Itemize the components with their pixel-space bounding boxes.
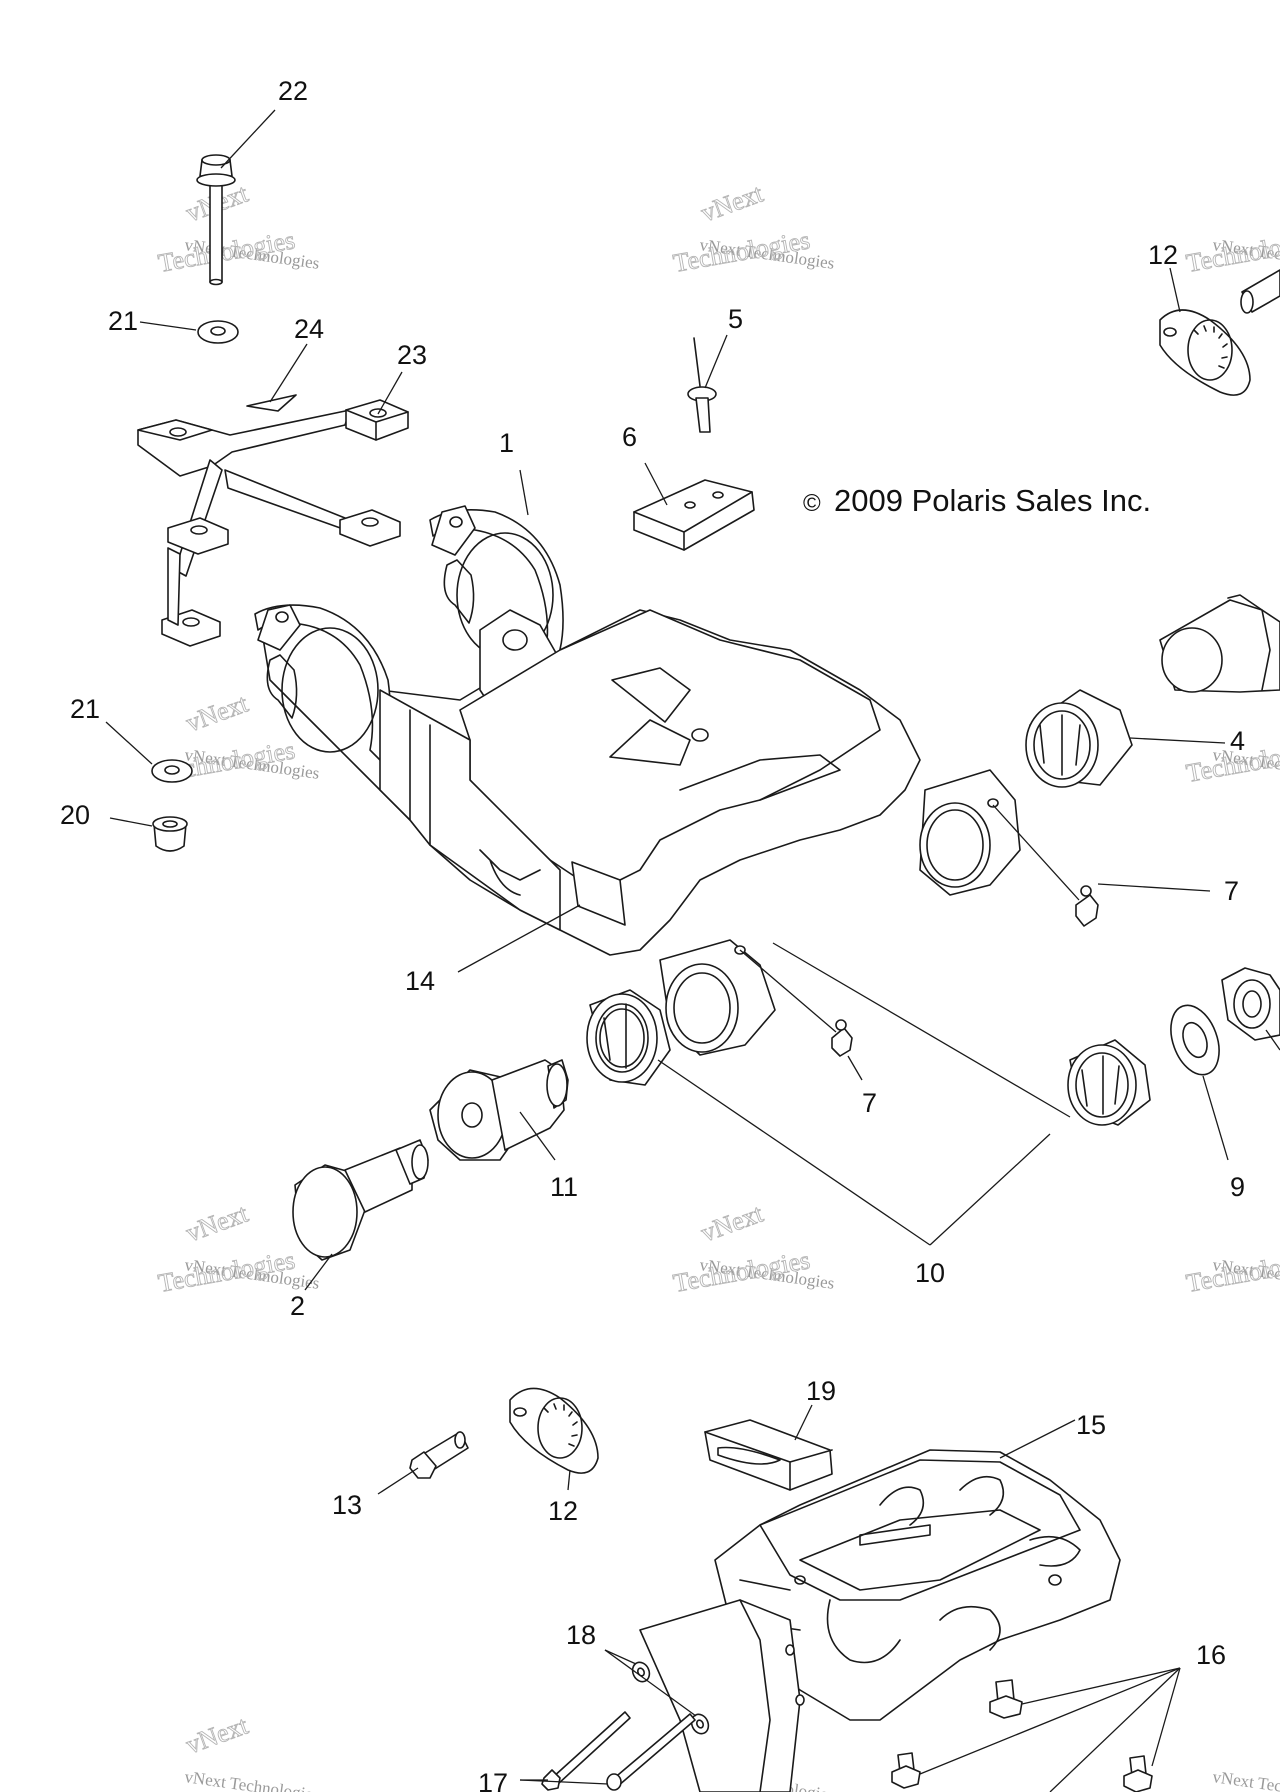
watermark-outline: Technologies (156, 225, 297, 278)
callout-24: 24 (294, 314, 324, 344)
callout-11: 11 (550, 1172, 578, 1202)
watermark-text: vNext Technologies (1211, 1767, 1280, 1792)
callout-10: 10 (915, 1258, 945, 1288)
watermark-outline: Technologies (1184, 1245, 1280, 1298)
watermark-arc: vNext (697, 1198, 767, 1247)
part-13-bolt (377, 1431, 469, 1495)
watermark-arc: vNext (697, 178, 767, 227)
part-4-bushing (1025, 689, 1226, 788)
part-18-washers (604, 1649, 710, 1735)
part-22-bolt (196, 109, 276, 286)
callout-22: 22 (278, 76, 308, 106)
watermark-arc: vNext (182, 1198, 252, 1247)
part-pivot-bolt-top-right (1159, 594, 1280, 693)
part-7-grease-fitting-lower (739, 949, 863, 1081)
part-16-screws (891, 1667, 1181, 1792)
part-1-pivot-tube-bottom (659, 939, 776, 1056)
part-11-pivot-shaft (429, 1059, 569, 1161)
watermark-outline: Technologies (671, 1245, 812, 1298)
part-10-bushing-right (1067, 1039, 1151, 1126)
part-19-pad (704, 1404, 833, 1491)
part-cut-pin-right (1240, 269, 1280, 314)
watermark-outline: Technologies (671, 225, 812, 278)
part-15-housing (639, 1419, 1121, 1792)
part-20-plug (109, 816, 188, 852)
callout-9: 9 (1230, 1172, 1245, 1202)
watermark-outline: Technologies (1184, 225, 1280, 278)
part-1-pivot-tube-right (919, 769, 1021, 896)
watermark-text: vNext Technologies (183, 1767, 320, 1792)
callout-16: 16 (1196, 1640, 1226, 1670)
callout-1: 1 (499, 428, 514, 458)
part-24-decal (246, 343, 308, 412)
part-21-washer-left (105, 721, 193, 783)
part-7-grease-fitting-upper (992, 804, 1211, 927)
callout-6: 6 (622, 422, 637, 452)
callout-23: 23 (397, 340, 427, 370)
part-6-pad (633, 462, 755, 551)
part-10-leaders (657, 942, 1071, 1246)
callout-labels: 22 21 24 23 5 1 6 12 21 20 4 7 14 7 9 11… (60, 76, 1245, 1792)
callout-12-bottom: 12 (548, 1496, 578, 1526)
callout-19: 19 (806, 1376, 836, 1406)
watermark-arc: vNext (182, 688, 252, 737)
part-23-bracket (137, 371, 409, 647)
callout-15: 15 (1076, 1410, 1106, 1440)
part-21-washer-top (139, 320, 239, 344)
part-10-bearing-left (586, 989, 671, 1086)
callout-2: 2 (290, 1291, 305, 1321)
callout-17: 17 (478, 1768, 508, 1792)
part-2-pivot-bolt (292, 1139, 429, 1291)
copyright-text: 2009 Polaris Sales Inc. (834, 483, 1151, 518)
copyright-notice: © 2009 Polaris Sales Inc. (803, 483, 1151, 518)
callout-7-upper: 7 (1224, 876, 1239, 906)
callout-18: 18 (566, 1620, 596, 1650)
part-5-rivet (687, 334, 728, 433)
part-12-lock-plate-bottom (509, 1387, 599, 1491)
part-nut-right (1221, 967, 1280, 1051)
copyright-symbol: © (803, 490, 821, 517)
callout-13: 13 (332, 1490, 362, 1520)
part-17-bolts (519, 1711, 696, 1791)
callout-21-left: 21 (70, 694, 100, 724)
callout-5: 5 (728, 304, 743, 334)
part-9-washer (1170, 1004, 1229, 1161)
watermark-arc: vNext (182, 1710, 252, 1759)
watermark-outline: Technologies (156, 1245, 297, 1298)
callout-14: 14 (405, 966, 435, 996)
part-1-swing-arm (254, 505, 996, 956)
callout-20: 20 (60, 800, 90, 830)
part-12-lock-plate-top (1159, 267, 1251, 396)
callout-4: 4 (1230, 726, 1245, 756)
callout-21-top: 21 (108, 306, 138, 336)
callout-12-top: 12 (1148, 240, 1178, 270)
callout-7-lower: 7 (862, 1088, 877, 1118)
